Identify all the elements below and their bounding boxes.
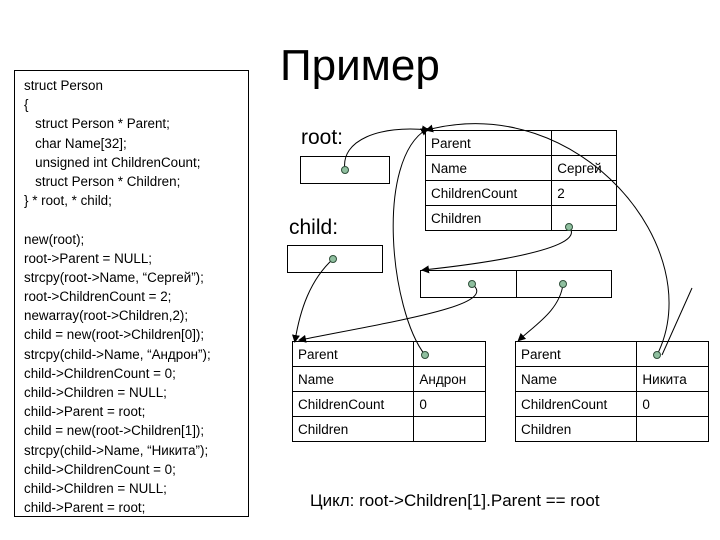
- root-label: root:: [301, 126, 344, 149]
- code-listing: struct Person { struct Person * Parent; …: [14, 70, 249, 517]
- field-label: Parent: [291, 341, 415, 367]
- field-label: Parent: [514, 341, 638, 367]
- field-value: [551, 130, 617, 156]
- field-value: 2: [551, 180, 617, 206]
- slide-title: Пример: [280, 41, 440, 90]
- code-line: child->ChildrenCount = 0;: [24, 365, 176, 381]
- field-value: Никита: [636, 366, 709, 392]
- andron-parent-arrow: [392, 127, 429, 356]
- record-row: Parent: [291, 341, 486, 367]
- field-label: ChildrenCount: [514, 391, 638, 417]
- code-line: struct Person * Children;: [24, 173, 181, 189]
- field-label: Children: [291, 416, 415, 442]
- children-array-cell-0: [421, 271, 516, 297]
- field-value: 0: [636, 391, 709, 417]
- code-line: child->Parent = root;: [24, 404, 146, 420]
- code-line: strcpy(root->Name, “Сергей”);: [24, 269, 204, 285]
- code-line: struct Person: [24, 78, 103, 93]
- field-value: [413, 416, 486, 442]
- field-value: [413, 341, 486, 367]
- code-line: child->Children = NULL;: [24, 385, 167, 400]
- root-children-arrow: [421, 226, 572, 274]
- code-line: child = new(root->Children[1]);: [24, 423, 205, 439]
- field-label: ChildrenCount: [424, 180, 553, 206]
- code-line: } * root, * child;: [24, 193, 112, 209]
- field-value: 0: [413, 391, 486, 417]
- child-pointer-box: [287, 245, 383, 273]
- field-value: Андрон: [413, 366, 486, 392]
- code-line: child = new(root->Children[0]);: [24, 327, 205, 343]
- record-row: Children: [514, 416, 709, 442]
- code-line: child->Parent = root;: [24, 500, 146, 516]
- record-row: Children: [291, 416, 486, 442]
- code-line: char Name[32];: [24, 135, 127, 151]
- code-line: strcpy(child->Name, “Андрон”);: [24, 346, 211, 362]
- code-line: newarray(root->Children,2);: [24, 308, 189, 324]
- record-row: Parent: [424, 130, 617, 156]
- code-line: child->Children = NULL;: [24, 480, 167, 496]
- field-label: Children: [424, 205, 553, 231]
- field-value: [636, 341, 709, 367]
- code-line: new(root);: [24, 231, 85, 247]
- children-array: [420, 270, 612, 298]
- cycle-caption: Цикл: root->Children[1].Parent == root: [310, 491, 600, 510]
- field-label: Name: [424, 155, 553, 181]
- record-row: Parent: [514, 341, 709, 367]
- record-row: Children: [424, 205, 617, 231]
- code-line: struct Person * Parent;: [24, 116, 170, 132]
- code-line: strcpy(child->Name, “Никита”);: [24, 442, 209, 458]
- code-line: root->Parent = NULL;: [24, 250, 153, 266]
- field-label: Children: [514, 416, 638, 442]
- code-line: {: [24, 97, 29, 113]
- field-value: [636, 416, 709, 442]
- code-line: child->ChildrenCount = 0;: [24, 461, 176, 477]
- field-label: Parent: [424, 130, 553, 156]
- field-value: Сергей: [551, 155, 617, 181]
- code-line: root->ChildrenCount = 2;: [24, 289, 172, 305]
- code-line: unsigned int ChildrenCount;: [24, 154, 201, 170]
- field-label: Name: [291, 366, 415, 392]
- child-label: child:: [289, 216, 339, 239]
- field-label: ChildrenCount: [291, 391, 415, 417]
- children-array-cell-1: [515, 271, 612, 297]
- field-label: Name: [514, 366, 638, 392]
- field-value: [551, 205, 617, 231]
- code-line: [24, 210, 248, 229]
- root-pointer-box: [300, 156, 390, 184]
